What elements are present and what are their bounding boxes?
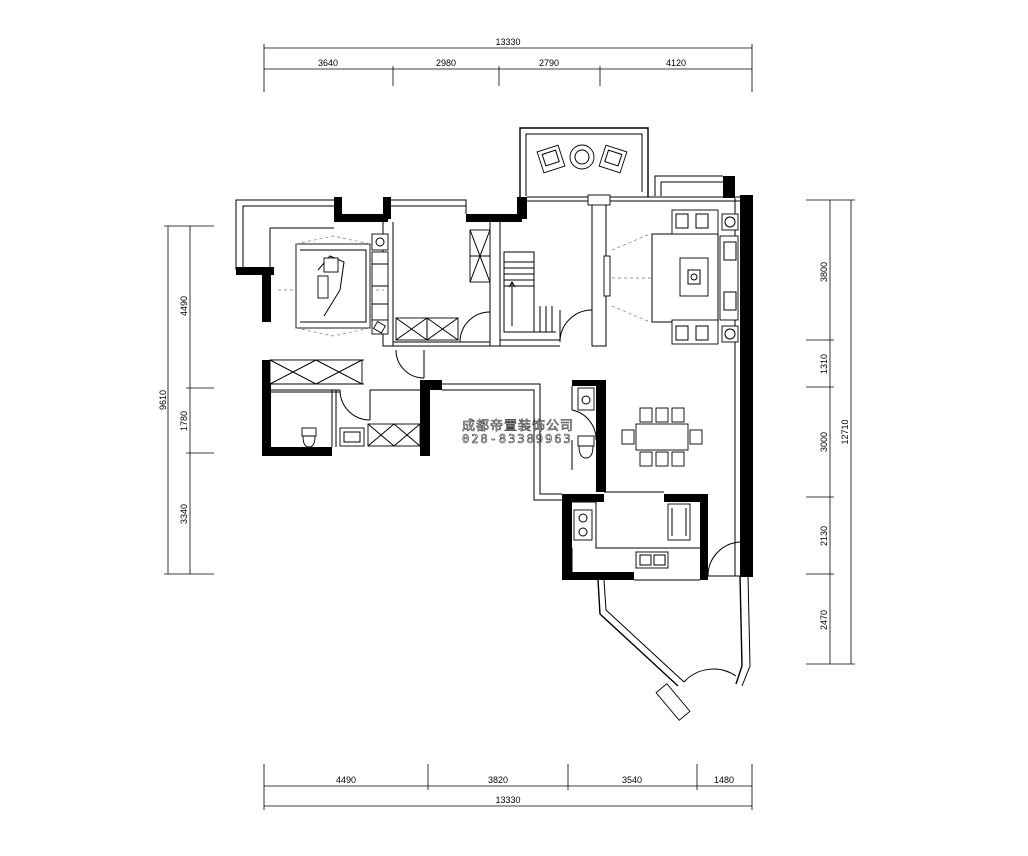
right-dimension: 3800 1310 3000 2130 2470 12710	[806, 199, 855, 665]
stairs	[503, 251, 556, 333]
outlines	[235, 127, 751, 687]
watermark: 成都帝置装饰公司 028-83389963	[462, 418, 574, 447]
top-seg-4: 4120	[666, 58, 686, 68]
bed-master	[295, 243, 371, 329]
top-seg-3: 2790	[539, 58, 559, 68]
left-dimension: 9610 4490 1780 3340	[158, 225, 214, 575]
top-seg-2: 2980	[436, 58, 456, 68]
right-seg-4: 2130	[819, 526, 829, 546]
watermark-company: 成都帝置装饰公司	[462, 418, 574, 434]
bottom-seg-3: 3540	[622, 775, 642, 785]
left-seg-3: 3340	[179, 504, 189, 524]
bottom-seg-4: 1480	[714, 775, 734, 785]
top-seg-1: 3640	[318, 58, 338, 68]
right-seg-5: 2470	[819, 610, 829, 630]
bottom-dimension: 4490 3820 3540 1480 13330	[263, 764, 753, 810]
left-seg-1: 4490	[179, 296, 189, 316]
top-dimension: 13330 3640 2980 2790 4120	[263, 37, 753, 92]
bottom-seg-2: 3820	[488, 775, 508, 785]
doors	[339, 309, 741, 721]
right-seg-2: 1310	[819, 354, 829, 374]
top-total-label: 13330	[495, 37, 520, 47]
right-seg-1: 3800	[819, 262, 829, 282]
furniture	[269, 144, 739, 569]
left-total-label: 9610	[158, 390, 168, 410]
right-total-label: 12710	[840, 419, 850, 444]
left-seg-2: 1780	[179, 411, 189, 431]
bottom-total-label: 13330	[495, 795, 520, 805]
right-seg-3: 3000	[819, 432, 829, 452]
bottom-seg-1: 4490	[336, 775, 356, 785]
watermark-phone: 028-83389963	[462, 432, 573, 446]
walls	[236, 176, 753, 580]
